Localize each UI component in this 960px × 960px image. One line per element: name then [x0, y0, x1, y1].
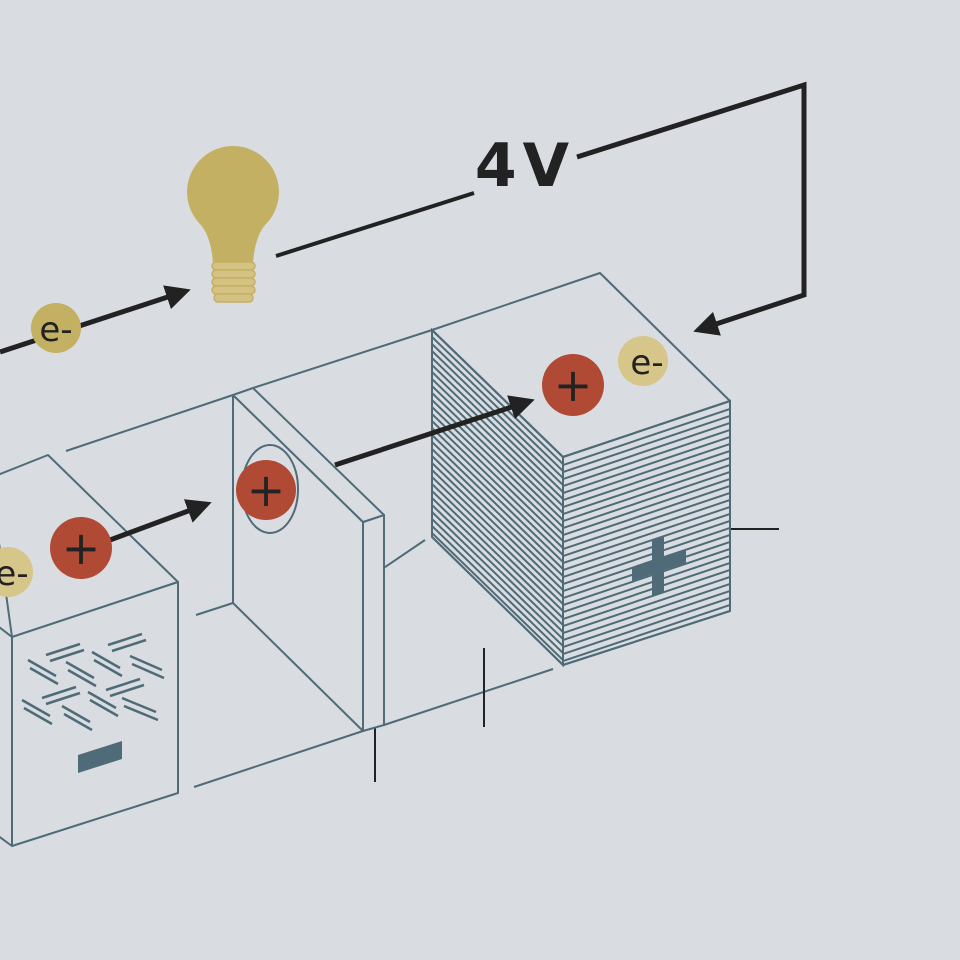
minus-sign-icon — [78, 741, 122, 773]
hatch-line — [432, 399, 563, 528]
hatch-line — [563, 464, 730, 522]
hatch-line — [563, 429, 730, 487]
hatch-line — [563, 471, 730, 529]
hatch-line — [432, 448, 563, 577]
hatch-line — [432, 483, 563, 612]
hatch-line — [432, 497, 563, 626]
circuit-wire — [0, 81, 807, 543]
electron-cathode: e- — [618, 336, 668, 386]
svg-text:e-: e- — [39, 310, 72, 350]
hatch-line — [563, 583, 730, 641]
electron-anode: e- — [0, 547, 33, 597]
hatch-line — [432, 427, 563, 556]
hatch-line — [432, 420, 563, 549]
anode-block — [0, 454, 179, 847]
hatch-line — [432, 525, 563, 654]
hatch-line — [432, 371, 563, 500]
hatch-line — [432, 441, 563, 570]
cathode-block — [431, 272, 731, 668]
electron-wire: e- — [31, 303, 81, 353]
hatch-line — [563, 485, 730, 543]
hatch-line — [432, 532, 563, 661]
separator — [232, 387, 385, 732]
ion-anode: + — [50, 517, 112, 579]
hatch-line — [432, 476, 563, 605]
hatch-line — [432, 336, 563, 465]
plus-sign-icon — [632, 536, 686, 596]
hatch-line — [432, 469, 563, 598]
hatch-line — [563, 443, 730, 501]
hatch-line — [432, 462, 563, 591]
hatch-line — [563, 569, 730, 627]
hatch-line — [563, 422, 730, 480]
hatch-line — [432, 357, 563, 486]
svg-text:+: + — [247, 463, 286, 517]
hatch-line — [432, 504, 563, 633]
hatch-line — [563, 450, 730, 508]
hatch-line — [432, 434, 563, 563]
hatch-line — [432, 343, 563, 472]
hatch-line — [432, 455, 563, 584]
hatch-line — [432, 392, 563, 521]
hatch-line — [563, 408, 730, 466]
svg-text:e-: e- — [0, 554, 29, 594]
hatch-line — [432, 364, 563, 493]
hatch-line — [432, 413, 563, 542]
hatch-line — [432, 511, 563, 640]
hatch-line — [563, 478, 730, 536]
hatch-line — [563, 492, 730, 550]
hatch-line — [563, 555, 730, 613]
hatch-line — [563, 506, 730, 564]
voltage-label: 4V — [475, 131, 575, 201]
hatch-line — [563, 562, 730, 620]
hatch-line — [563, 513, 730, 571]
hatch-line — [563, 499, 730, 557]
svg-text:e-: e- — [630, 343, 663, 383]
hatch-line — [563, 436, 730, 494]
hatch-line — [563, 590, 730, 648]
svg-text:+: + — [554, 358, 593, 412]
anode-hatch — [21, 632, 165, 732]
ion-cathode: + — [542, 354, 604, 416]
hatch-line — [432, 385, 563, 514]
hatch-line — [563, 604, 730, 662]
ion-separator: + — [236, 460, 296, 520]
hatch-line — [432, 378, 563, 507]
hatch-line — [563, 576, 730, 634]
hatch-line — [563, 415, 730, 473]
hatch-line — [563, 597, 730, 655]
hatch-line — [563, 548, 730, 606]
hatch-line — [432, 518, 563, 647]
hatch-line — [432, 490, 563, 619]
cathode-hatch-front — [563, 408, 730, 665]
hatch-line — [432, 350, 563, 479]
hatch-line — [563, 520, 730, 578]
svg-text:+: + — [62, 521, 101, 575]
lightbulb-icon — [187, 146, 279, 303]
hatch-line — [563, 457, 730, 515]
hatch-line — [563, 527, 730, 585]
